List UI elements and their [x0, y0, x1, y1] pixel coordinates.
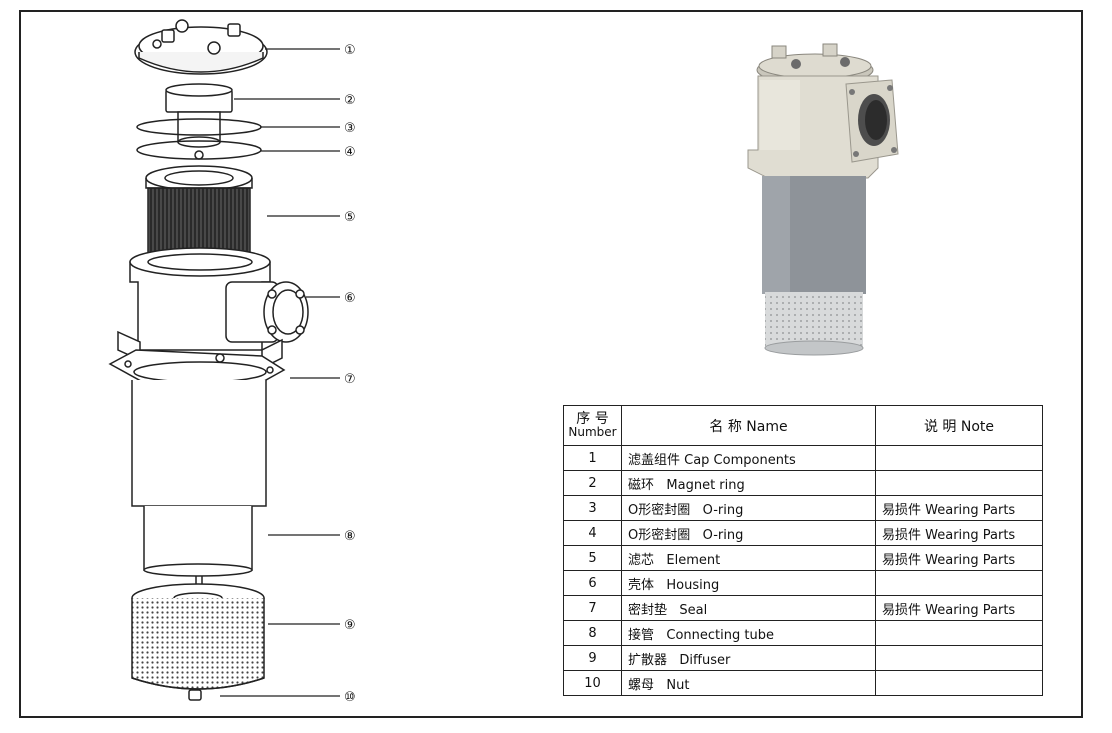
row-name: 滤盖组件 Cap Components	[621, 445, 876, 471]
row-number: 5	[563, 545, 622, 571]
header-number-en: Number	[568, 424, 617, 439]
callout-5: ⑤	[344, 210, 356, 225]
callout-9: ⑨	[344, 618, 356, 633]
row-note: 易损件 Wearing Parts	[875, 495, 1043, 521]
row-name: 滤芯 Element	[621, 545, 876, 571]
part-connecting-tube	[131, 380, 267, 600]
row-note	[875, 670, 1043, 696]
parts-table-header: 序 号 Number 名 称 Name 说 明 Note	[563, 405, 1043, 446]
callout-8: ⑧	[344, 529, 356, 544]
row-note: 易损件 Wearing Parts	[875, 595, 1043, 621]
callout-1: ①	[344, 43, 356, 58]
part-magnet-ring	[165, 83, 233, 160]
row-number: 10	[563, 670, 622, 696]
row-note	[875, 570, 1043, 596]
row-name: 螺母 Nut	[621, 670, 876, 696]
row-number: 3	[563, 495, 622, 521]
row-note: 易损件 Wearing Parts	[875, 545, 1043, 571]
row-note	[875, 470, 1043, 496]
header-number-cn: 序 号	[576, 410, 609, 427]
assembled-filter-render	[747, 43, 899, 356]
part-nut	[188, 689, 202, 701]
header-number: 序 号 Number	[563, 405, 622, 446]
leader-lines	[220, 48, 340, 697]
row-number: 7	[563, 595, 622, 621]
row-number: 9	[563, 645, 622, 671]
figure-frame	[19, 10, 1083, 718]
row-name: O形密封圈 O-ring	[621, 495, 876, 521]
callout-10: ⑩	[344, 690, 356, 705]
row-number: 1	[563, 445, 622, 471]
callout-7: ⑦	[344, 372, 356, 387]
row-name: O形密封圈 O-ring	[621, 520, 876, 546]
row-note	[875, 620, 1043, 646]
row-note	[875, 645, 1043, 671]
row-number: 2	[563, 470, 622, 496]
callout-2: ②	[344, 93, 356, 108]
row-name: 磁环 Magnet ring	[621, 470, 876, 496]
row-name: 壳体 Housing	[621, 570, 876, 596]
callout-6: ⑥	[344, 291, 356, 306]
row-name: 密封垫 Seal	[621, 595, 876, 621]
row-name: 接管 Connecting tube	[621, 620, 876, 646]
header-note: 说 明 Note	[875, 405, 1043, 446]
row-number: 4	[563, 520, 622, 546]
part-diffuser	[131, 583, 265, 690]
row-number: 8	[563, 620, 622, 646]
callout-3: ③	[344, 121, 356, 136]
row-name: 扩散器 Diffuser	[621, 645, 876, 671]
callout-numbers: ① ② ③ ④ ⑤ ⑥ ⑦ ⑧ ⑨ ⑩	[344, 43, 356, 705]
header-name: 名 称 Name	[621, 405, 876, 446]
row-note	[875, 445, 1043, 471]
part-o-ring-4	[136, 140, 262, 160]
part-cap-components	[134, 19, 268, 75]
callout-4: ④	[344, 145, 356, 160]
part-housing	[117, 247, 309, 370]
row-note: 易损件 Wearing Parts	[875, 520, 1043, 546]
row-number: 6	[563, 570, 622, 596]
